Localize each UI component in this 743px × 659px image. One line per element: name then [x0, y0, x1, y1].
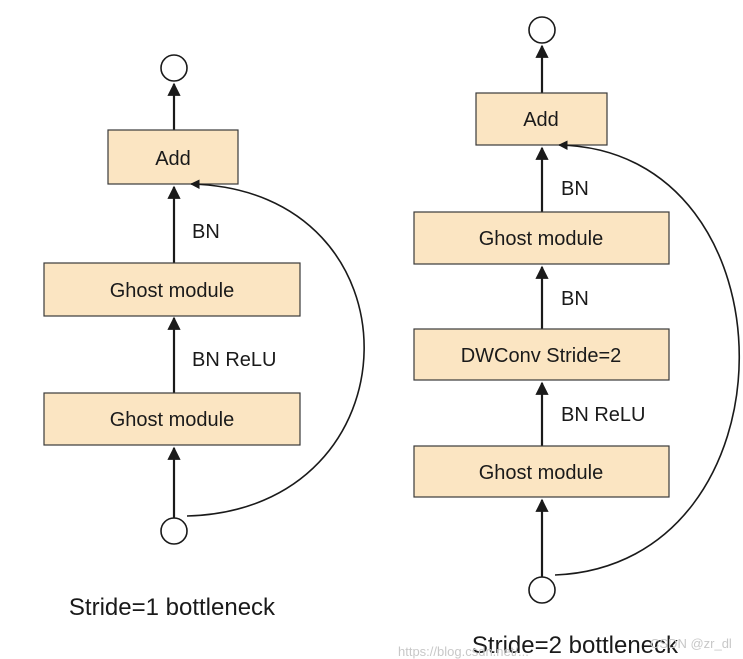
ghost-module-bottom-label: Ghost module — [479, 462, 604, 484]
ghost-module-top-label: Ghost module — [110, 280, 235, 302]
add-label: Add — [155, 148, 191, 170]
bn-relu-label: BN ReLU — [561, 404, 645, 426]
right-caption: Stride=2 bottleneck — [472, 632, 679, 659]
skip-connection — [554, 140, 740, 576]
stride2-bottleneck: Add BN Ghost module BN DWConv Stride=2 B… — [413, 16, 740, 659]
ghost-module-bottom — [43, 392, 301, 446]
input-node — [160, 517, 188, 545]
watermark: https://blog.csdn.net/... — [398, 644, 529, 659]
add-block — [475, 92, 608, 146]
ghost-module-bottom — [413, 445, 670, 498]
output-node — [528, 16, 556, 44]
ghost-module-top — [43, 262, 301, 317]
bn-relu-label: BN ReLU — [192, 349, 276, 371]
dwconv-label: DWConv Stride=2 — [461, 345, 622, 367]
skip-connection — [186, 179, 365, 517]
stride1-bottleneck: Add BN Ghost module BN ReLU Ghost module… — [43, 54, 365, 621]
bn-label-middle: BN — [561, 288, 589, 310]
output-node — [160, 54, 188, 82]
ghost-module-bottom-label: Ghost module — [110, 409, 235, 431]
add-block — [107, 129, 239, 185]
input-node — [528, 576, 556, 604]
bn-label-top: BN — [561, 178, 589, 200]
ghost-module-top-label: Ghost module — [479, 228, 604, 250]
bn-label: BN — [192, 221, 220, 243]
ghost-module-top — [413, 211, 670, 265]
dwconv-block — [413, 328, 670, 381]
add-label: Add — [523, 109, 559, 131]
left-caption: Stride=1 bottleneck — [69, 594, 276, 621]
watermark-right: CSDN @zr_dl — [650, 636, 732, 651]
